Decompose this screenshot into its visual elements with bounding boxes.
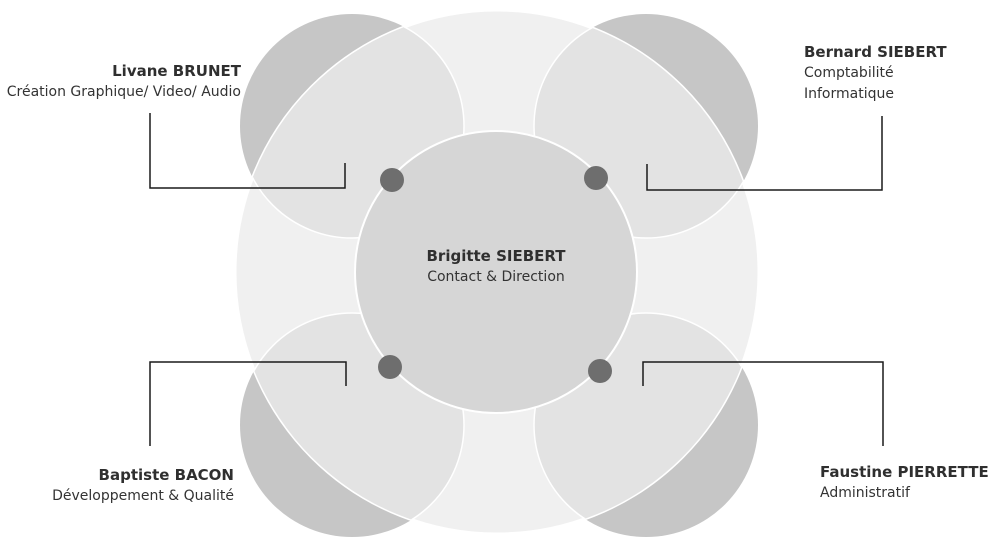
- dot-bottom-right: [588, 359, 612, 383]
- connector-bottom-right: [642, 361, 884, 446]
- member-name: Faustine PIERRETTE: [820, 463, 989, 481]
- member-label-bottom-left: Baptiste BACON Développement & Qualité: [52, 465, 234, 507]
- member-role: Comptabilité: [804, 65, 894, 81]
- member-role: Informatique: [804, 86, 894, 102]
- connector-top-left: [149, 113, 346, 189]
- member-role: Administratif: [820, 485, 910, 501]
- dot-top-left: [380, 168, 404, 192]
- dot-bottom-left: [378, 355, 402, 379]
- member-role: Création Graphique/ Video/ Audio: [6, 84, 241, 100]
- member-label-bottom-right: Faustine PIERRETTE Administratif: [820, 462, 989, 504]
- connector-top-right: [646, 116, 883, 191]
- center-disc: [354, 130, 638, 414]
- center-name: Brigitte SIEBERT: [426, 247, 566, 265]
- dot-top-right: [584, 166, 608, 190]
- member-label-top-left: Livane BRUNET Création Graphique/ Video/…: [7, 61, 241, 103]
- member-name: Bernard SIEBERT: [804, 43, 947, 61]
- member-label-top-right: Bernard SIEBERT Comptabilité Informatiqu…: [804, 42, 947, 105]
- member-role: Développement & Qualité: [52, 488, 234, 504]
- center-label: Brigitte SIEBERT Contact & Direction: [396, 246, 596, 288]
- member-name: Baptiste BACON: [98, 466, 234, 484]
- member-name: Livane BRUNET: [112, 62, 241, 80]
- center-role: Contact & Direction: [427, 269, 565, 285]
- connector-bottom-left: [149, 361, 347, 446]
